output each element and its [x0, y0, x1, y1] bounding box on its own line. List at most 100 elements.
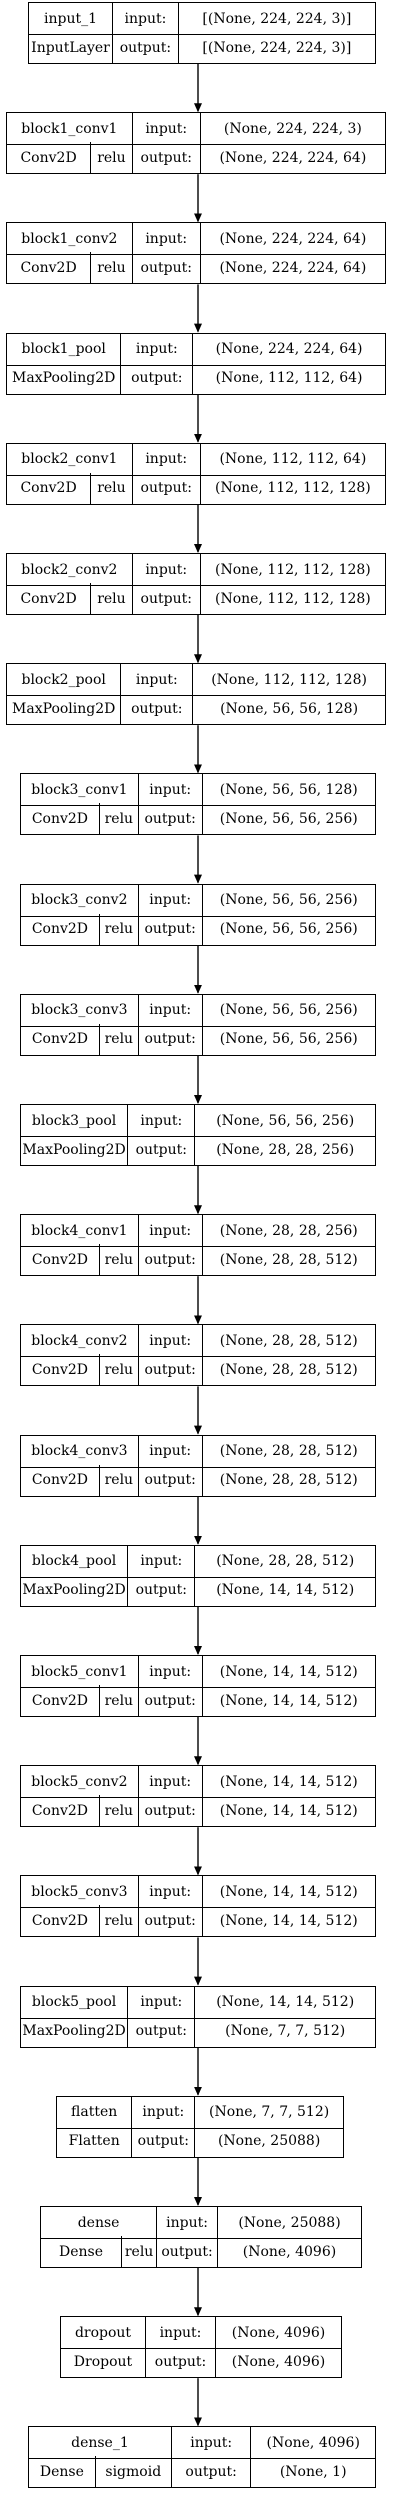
- activation: relu: [98, 803, 138, 835]
- output-shape: (None, 14, 14, 512): [194, 1574, 375, 1606]
- input-shape: (None, 28, 28, 256): [201, 1215, 375, 1247]
- layer-name: dense: [77, 2214, 120, 2231]
- input-port-label: input:: [131, 554, 200, 585]
- layer-type: MaxPooling2D: [12, 700, 116, 717]
- input-port-label: input:: [137, 994, 202, 1026]
- activation: relu: [90, 583, 132, 614]
- output-shape: (None, 112, 112, 64): [192, 362, 385, 394]
- layer-name: block3_conv1: [31, 781, 128, 798]
- input-shape: (None, 4096): [250, 2427, 375, 2459]
- output-port-label: output:: [137, 803, 202, 835]
- layer-type: Dropout: [73, 2353, 133, 2370]
- output-port-label: output:: [120, 693, 192, 725]
- output-port-label: output:: [170, 2456, 251, 2488]
- output-shape: (None, 28, 28, 512): [201, 1464, 375, 1496]
- layer-type: Conv2D: [20, 149, 77, 166]
- layer-name: block5_conv3: [31, 1883, 128, 1900]
- output-shape: (None, 56, 56, 128): [192, 693, 385, 725]
- input-port-label: input:: [127, 1986, 194, 2018]
- input-shape: (None, 14, 14, 512): [201, 1656, 375, 1687]
- output-shape: (None, 14, 14, 512): [201, 1685, 375, 1716]
- output-shape: (None, 1): [250, 2456, 375, 2488]
- layer-name: block4_pool: [31, 1553, 117, 1570]
- output-shape: (None, 14, 14, 512): [201, 1795, 375, 1827]
- output-shape: (None, 4096): [215, 2346, 341, 2378]
- input-shape: (None, 14, 14, 512): [201, 1766, 375, 1798]
- layer-name: block3_pool: [31, 1112, 117, 1129]
- output-shape: (None, 56, 56, 256): [201, 1023, 375, 1055]
- input-shape: (None, 4096): [215, 2317, 341, 2349]
- layer-row-top: block2_conv1 input:(None, 112, 112, 64): [7, 443, 385, 476]
- output-shape: (None, 56, 56, 256): [201, 803, 375, 835]
- output-shape: (None, 28, 28, 256): [194, 1134, 375, 1165]
- output-port-label: output:: [137, 1905, 202, 1937]
- layer-row-bottom: Dropout output:(None, 4096): [61, 2346, 341, 2378]
- layer-type: Dense: [39, 2463, 84, 2480]
- output-port-label: output:: [131, 142, 200, 174]
- layer-type: Conv2D: [31, 1472, 89, 1489]
- input-port-label: input:: [131, 2096, 194, 2128]
- input-shape: [(None, 224, 224, 3)]: [177, 3, 375, 34]
- layer-name: block2_conv1: [21, 451, 118, 468]
- layer-name: block3_conv3: [31, 1002, 128, 1019]
- output-shape: (None, 28, 28, 512): [201, 1354, 375, 1386]
- input-port-label: input:: [156, 2207, 217, 2238]
- layer-type: Conv2D: [31, 1692, 89, 1709]
- output-port-label: output:: [145, 2346, 215, 2378]
- output-port-label: output:: [127, 1134, 194, 1165]
- output-shape: (None, 112, 112, 128): [199, 472, 385, 504]
- layer-type: InputLayer: [31, 39, 110, 56]
- activation: relu: [98, 1795, 138, 1827]
- output-shape: (None, 7, 7, 512): [194, 2015, 375, 2047]
- layer-name: block4_conv1: [31, 1222, 128, 1239]
- input-shape: (None, 112, 112, 64): [199, 443, 385, 475]
- output-shape: (None, 112, 112, 128): [199, 583, 385, 614]
- layer-name: block4_conv3: [31, 1443, 128, 1460]
- output-port-label: output:: [131, 472, 200, 504]
- output-port-label: output:: [137, 1354, 202, 1386]
- layer-name: block5_pool: [31, 1994, 117, 2011]
- input-shape: (None, 224, 224, 64): [192, 333, 385, 365]
- input-port-label: input:: [137, 884, 202, 916]
- layer-name: block2_pool: [21, 671, 106, 688]
- input-shape: (None, 14, 14, 512): [201, 1876, 375, 1908]
- output-shape: (None, 4096): [216, 2236, 361, 2267]
- layer-type: Conv2D: [31, 1031, 89, 1048]
- input-port-label: input:: [127, 1105, 194, 1136]
- output-shape: (None, 224, 224, 64): [199, 142, 385, 174]
- input-port-label: input:: [137, 1766, 202, 1798]
- layer-type: Flatten: [68, 2133, 120, 2150]
- input-port-label: input:: [127, 1545, 194, 1577]
- output-port-label: output:: [120, 362, 192, 394]
- input-port-label: input:: [131, 223, 200, 255]
- output-port-label: output:: [137, 1023, 202, 1055]
- output-port-label: output:: [127, 2015, 194, 2047]
- output-port-label: output:: [131, 252, 200, 284]
- input-port-label: input:: [137, 1435, 202, 1467]
- input-port-label: input:: [131, 443, 200, 475]
